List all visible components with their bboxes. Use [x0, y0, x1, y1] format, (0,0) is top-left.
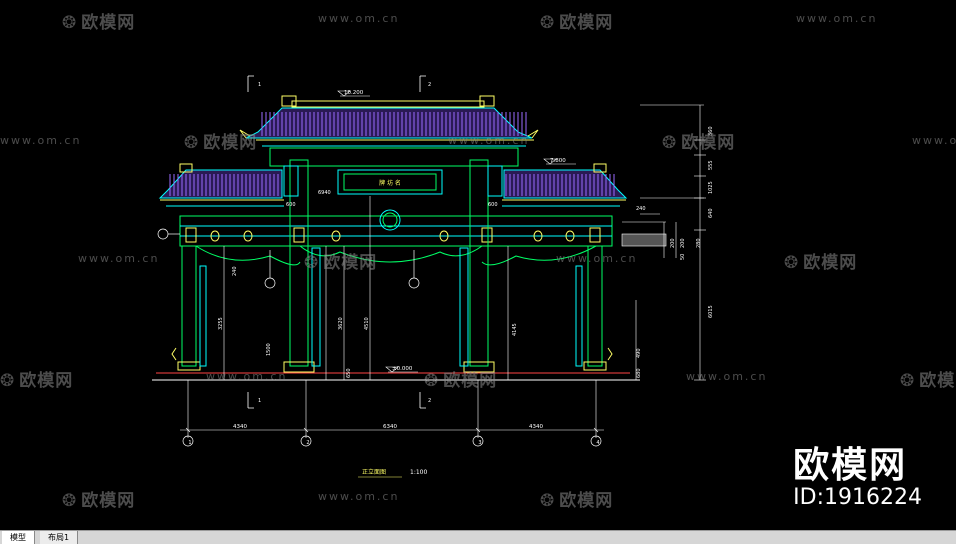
dim-center-height: 4510	[364, 317, 370, 330]
detail-dim-a: 240	[636, 206, 646, 212]
dim-right-side-f: 680	[636, 368, 642, 378]
watermark-url: www.om.cn	[686, 370, 768, 383]
dim-left-col: 3255	[218, 317, 224, 330]
dim-right-side-c: 640	[708, 208, 714, 218]
detail-dim-c: 200	[680, 238, 686, 248]
watermark-url: www.om.cn	[0, 134, 82, 147]
detail-dim-d: 50	[680, 254, 686, 260]
left-side-roof	[158, 163, 284, 207]
dim-left-small: 650	[346, 368, 352, 378]
watermark-url: www.om.cn	[318, 490, 400, 503]
dim-6940: 6940	[318, 190, 331, 196]
detail-dim-b: 200	[670, 238, 676, 248]
main-roof	[239, 95, 539, 167]
brand-name: 欧模网	[793, 445, 908, 486]
watermark-logo: 欧模网	[184, 128, 257, 153]
axis-bubbles	[157, 228, 602, 447]
axis-label-3: 3	[478, 440, 481, 446]
watermark-url: www.om.cn	[556, 252, 638, 265]
watermark-url: www.om.cn	[318, 12, 400, 25]
dim-right-inner: 4145	[512, 323, 518, 336]
dim-bottom-mid: 6340	[383, 424, 397, 430]
layout-tab-bar: 模型 布局1	[0, 530, 956, 544]
watermark-logo: 欧模网	[62, 486, 135, 511]
watermark-logo: 欧模网	[662, 128, 735, 153]
watermark-logo: 欧模网	[0, 366, 73, 391]
section-mark-bottom-1: 1	[258, 398, 261, 404]
brand-id: ID:1916224	[793, 485, 922, 510]
axis-label-1: 1	[188, 440, 191, 446]
watermark-url: www.om.cn	[78, 252, 160, 265]
level-ground: ±0.000	[392, 366, 413, 372]
watermark-logo: 欧模网	[540, 8, 613, 33]
tab-model[interactable]: 模型	[2, 531, 35, 544]
brand-watermark: 欧模网 ID:1916224	[793, 447, 922, 511]
watermark-logo: 欧模网	[424, 366, 497, 391]
dim-right-side-d: 280	[696, 238, 702, 248]
watermark-url: www.om.cn	[912, 134, 956, 147]
watermark-url: www.om.cn	[206, 370, 288, 383]
level-top: 10.200	[344, 90, 364, 96]
axis-label-2: 2	[306, 440, 309, 446]
plaque-text: 牌 坊 名	[379, 179, 401, 187]
dim-600-right: 600	[488, 202, 498, 208]
axis-label-4: 4	[596, 440, 599, 446]
watermark-logo: 欧模网	[900, 366, 956, 391]
plaque: 牌 坊 名	[337, 169, 443, 195]
section-mark-bottom-2: 2	[428, 398, 431, 404]
watermark-logo: 欧模网	[784, 248, 857, 273]
watermark-url: www.om.cn	[796, 12, 878, 25]
dim-left-base: 1500	[266, 343, 272, 356]
right-side-roof	[502, 163, 628, 207]
elevation-drawing: 牌 坊 名	[152, 75, 714, 478]
cad-drawing-canvas[interactable]: 牌 坊 名	[0, 0, 956, 530]
section-mark-top-2: 2	[428, 82, 431, 88]
drawing-title: 正立面图	[362, 468, 386, 476]
section-marks	[247, 75, 426, 409]
tab-layout1[interactable]: 布局1	[40, 531, 79, 544]
watermark-url: www.om.cn	[448, 134, 530, 147]
level-side: 7.800	[550, 158, 566, 164]
beams	[179, 209, 613, 266]
dim-right-side-e: 490	[636, 348, 642, 358]
dim-600-left: 600	[286, 202, 296, 208]
dim-bottom-left: 4340	[233, 424, 247, 430]
dim-right-side-total: 6015	[708, 305, 714, 318]
dim-left-inner: 3620	[338, 317, 344, 330]
dim-left-tiny: 240	[232, 266, 238, 276]
dim-right-side-a: 1025	[708, 181, 714, 194]
watermark-logo: 欧模网	[304, 248, 377, 273]
detail-section	[621, 213, 677, 258]
watermark-logo: 欧模网	[540, 486, 613, 511]
dim-right-side-b: 555	[708, 160, 714, 170]
watermark-logo: 欧模网	[62, 8, 135, 33]
section-mark-top-1: 1	[258, 82, 261, 88]
dim-bottom-right: 4340	[529, 424, 543, 430]
drawing-scale: 1:100	[410, 469, 427, 476]
